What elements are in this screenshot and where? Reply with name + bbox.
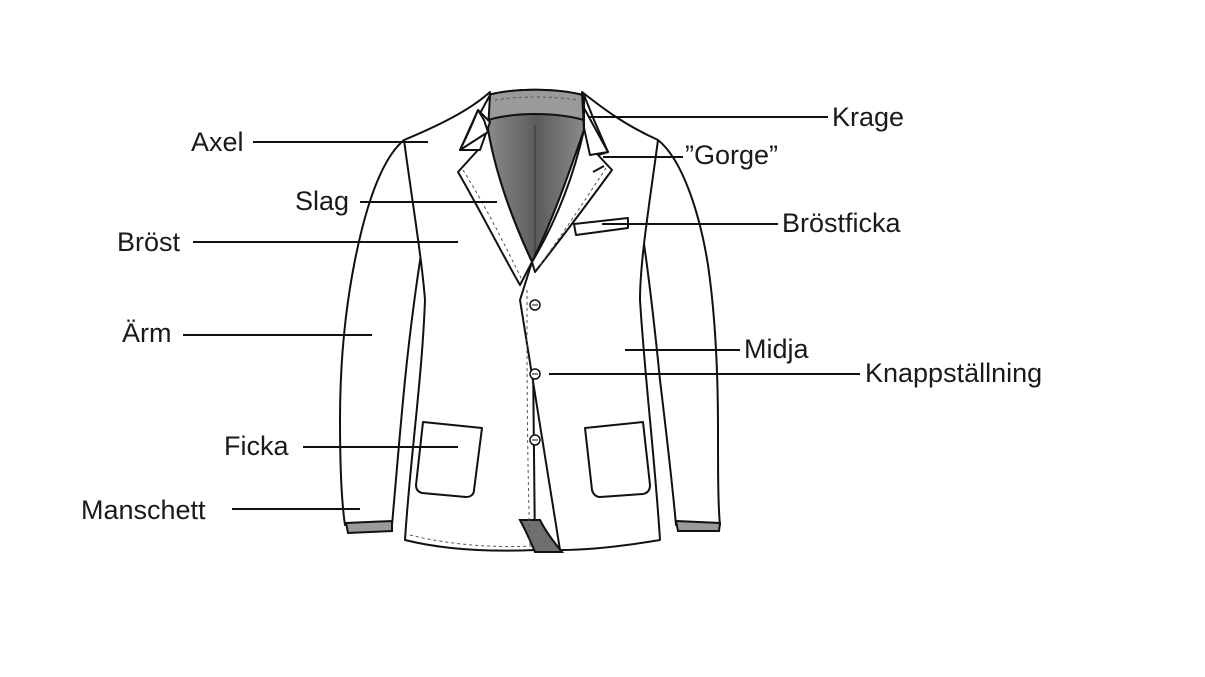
left-pocket	[415, 421, 483, 498]
right-pocket	[584, 421, 651, 498]
label-ficka: Ficka	[224, 431, 289, 461]
right-sleeve	[641, 139, 721, 526]
front-bottom-lining	[518, 519, 565, 553]
label-brostficka: Bröstficka	[782, 208, 901, 238]
left-cuff	[344, 519, 393, 535]
button-top	[529, 299, 541, 311]
left-notch	[459, 109, 489, 151]
label-slag: Slag	[295, 186, 350, 216]
label-gorge: ”Gorge”	[685, 140, 779, 170]
label-midja: Midja	[744, 334, 809, 364]
button-middle	[529, 368, 541, 380]
right-cuff	[674, 519, 722, 532]
left-sleeve	[339, 139, 426, 526]
right-notch	[583, 107, 609, 156]
button-bottom	[529, 434, 541, 446]
label-brost: Bröst	[117, 227, 181, 257]
label-axel: Axel	[191, 127, 244, 157]
breast-pocket	[573, 217, 629, 236]
label-arm: Ärm	[122, 318, 172, 348]
label-krage: Krage	[832, 102, 905, 132]
label-knappstallning: Knappställning	[865, 358, 1043, 388]
label-manschett: Manschett	[81, 495, 206, 525]
